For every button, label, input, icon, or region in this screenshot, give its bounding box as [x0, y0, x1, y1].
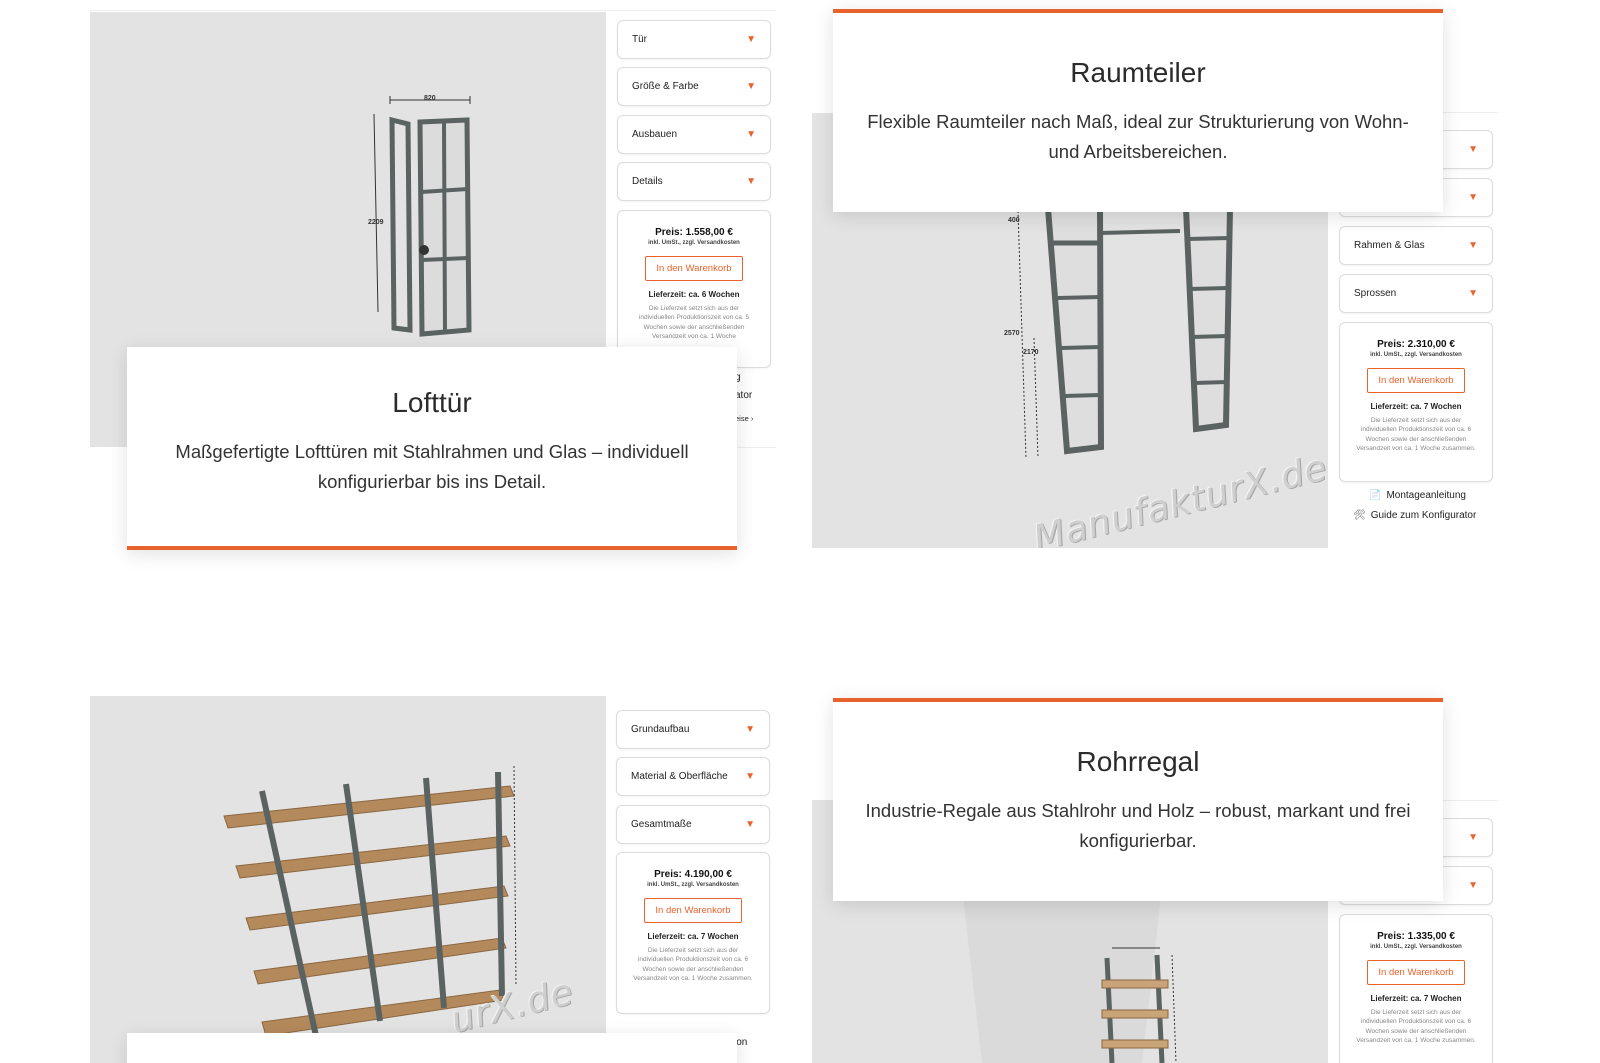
price-box: Preis: 2.310,00 € inkl. UmSt., zzgl. Ver… [1339, 322, 1493, 482]
loft-door-model [373, 96, 472, 337]
accordion-ausbauen[interactable]: Ausbauen▼ [617, 115, 771, 154]
chevron-down-icon: ▼ [745, 819, 755, 830]
tile-lofttuer: 820 2209 Tür▼ Größe & Farbe▼ Ausbauen▼ D… [0, 0, 800, 560]
link-clipped-3[interactable]: eise › [735, 414, 754, 423]
chevron-down-icon: ▼ [746, 34, 756, 45]
chevron-down-icon: ▼ [1468, 144, 1478, 155]
shelf-model [223, 765, 517, 1037]
tile-rohrregal: ▼ ▼ Preis: 1.335,00 € inkl. UmSt., zzgl.… [800, 690, 1600, 1063]
config-sidebar: Tür▼ Größe & Farbe▼ Ausbauen▼ Details▼ P… [617, 20, 771, 440]
chevron-down-icon: ▼ [745, 724, 755, 735]
price-box: Preis: 4.190,00 € inkl. UmSt., zzgl. Ver… [616, 852, 770, 1014]
info-card-rohrregal[interactable]: Rohrregal Industrie-Regale aus Stahlrohr… [833, 698, 1443, 901]
dimension-inner: 2170 [1023, 349, 1039, 356]
card-title: Lofttür [392, 387, 472, 418]
link-clipped-2[interactable]: ator [735, 390, 753, 401]
card-description: Industrie-Regale aus Stahlrohr und Holz … [865, 800, 1411, 851]
delivery-time: Lieferzeit: ca. 7 Wochen [1370, 994, 1462, 1003]
tax-note: inkl. UmSt., zzgl. Versandkosten [1370, 352, 1462, 358]
price-value: Preis: 1.335,00 € [1377, 931, 1455, 942]
config-sidebar: Grundaufbau▼ Material & Oberfläche▼ Gesa… [616, 710, 770, 1063]
info-card-lofttuer[interactable]: Lofttür Maßgefertigte Lofttüren mit Stah… [127, 347, 737, 550]
chevron-down-icon: ▼ [1468, 832, 1478, 843]
accordion-tuer[interactable]: Tür▼ [617, 20, 771, 59]
chevron-down-icon: ▼ [1468, 240, 1478, 251]
delivery-time: Lieferzeit: ca. 7 Wochen [1370, 402, 1462, 411]
delivery-time: Lieferzeit: ca. 6 Wochen [648, 290, 740, 299]
price-value: Preis: 1.558,00 € [655, 227, 733, 238]
accordion-sprossen[interactable]: Sprossen▼ [1339, 274, 1493, 313]
card-title: Raumteiler [1070, 57, 1206, 88]
delivery-time: Lieferzeit: ca. 7 Wochen [647, 932, 739, 941]
accordion-grundaufbau[interactable]: Grundaufbau▼ [616, 710, 770, 749]
tile-raumteiler: 400 2570 2170 ManufakturX.de ▼ ▼ Rahmen … [800, 0, 1600, 560]
tax-note: inkl. UmSt., zzgl. Versandkosten [647, 882, 739, 888]
link-montageanleitung[interactable]: 📄Montageanleitung [1369, 490, 1466, 501]
delivery-note: Die Lieferzeit setzt sich aus der indivi… [1356, 417, 1476, 453]
chevron-down-icon: ▼ [1468, 192, 1478, 203]
tile-regal: urX.de Grundaufbau▼ Material & Oberfläch… [0, 690, 800, 1063]
tax-note: inkl. UmSt., zzgl. Versandkosten [648, 240, 740, 246]
chevron-down-icon: ▼ [746, 81, 756, 92]
price-box: Preis: 1.558,00 € inkl. UmSt., zzgl. Ver… [617, 210, 771, 368]
dimension-width: 820 [424, 95, 436, 102]
chevron-down-icon: ▼ [745, 771, 755, 782]
dimension-height: 2209 [368, 219, 384, 226]
card-description: Maßgefertigte Lofttüren mit Stahlrahmen … [175, 441, 689, 492]
document-icon: 📄 [1369, 490, 1382, 501]
price-value: Preis: 4.190,00 € [654, 869, 732, 880]
link-guide-konfigurator[interactable]: 🛠Guide zum Konfigurator [1353, 510, 1477, 521]
price-box: Preis: 1.335,00 € inkl. UmSt., zzgl. Ver… [1339, 914, 1493, 1063]
card-title: Rohrregal [1076, 746, 1200, 777]
accordion-details[interactable]: Details▼ [617, 162, 771, 201]
info-card-raumteiler[interactable]: Raumteiler Flexible Raumteiler nach Maß,… [833, 9, 1443, 212]
accordion-gesamtmasse[interactable]: Gesamtmaße▼ [616, 805, 770, 844]
add-to-cart-button[interactable]: In den Warenkorb [644, 898, 742, 923]
chevron-down-icon: ▼ [746, 129, 756, 140]
delivery-note: Die Lieferzeit setzt sich aus der indivi… [638, 305, 750, 341]
add-to-cart-button[interactable]: In den Warenkorb [645, 256, 743, 281]
tools-icon: 🛠 [1353, 510, 1366, 521]
dimension-top: 400 [1008, 217, 1020, 224]
accordion-groesse-farbe[interactable]: Größe & Farbe▼ [617, 67, 771, 106]
configurator-viewport[interactable]: urX.de [90, 696, 606, 1063]
accordion-material-oberflaeche[interactable]: Material & Oberfläche▼ [616, 757, 770, 796]
room-divider-model [1017, 205, 1234, 459]
link-clipped-1[interactable]: g [735, 372, 741, 383]
add-to-cart-button[interactable]: In den Warenkorb [1367, 368, 1465, 393]
price-value: Preis: 2.310,00 € [1377, 339, 1455, 350]
chevron-down-icon: ▼ [746, 176, 756, 187]
delivery-note: Die Lieferzeit setzt sich aus der indivi… [633, 947, 753, 983]
link-clipped[interactable]: ion [734, 1037, 748, 1048]
info-card-regal[interactable] [127, 1033, 737, 1063]
add-to-cart-button[interactable]: In den Warenkorb [1367, 960, 1465, 985]
card-description: Flexible Raumteiler nach Maß, ideal zur … [867, 111, 1409, 162]
tax-note: inkl. UmSt., zzgl. Versandkosten [1370, 944, 1462, 950]
chevron-down-icon: ▼ [1468, 288, 1478, 299]
accordion-rahmen-glas[interactable]: Rahmen & Glas▼ [1339, 226, 1493, 265]
dimension-total: 2570 [1004, 330, 1020, 337]
chevron-down-icon: ▼ [1468, 880, 1478, 891]
delivery-note: Die Lieferzeit setzt sich aus der indivi… [1356, 1009, 1476, 1045]
